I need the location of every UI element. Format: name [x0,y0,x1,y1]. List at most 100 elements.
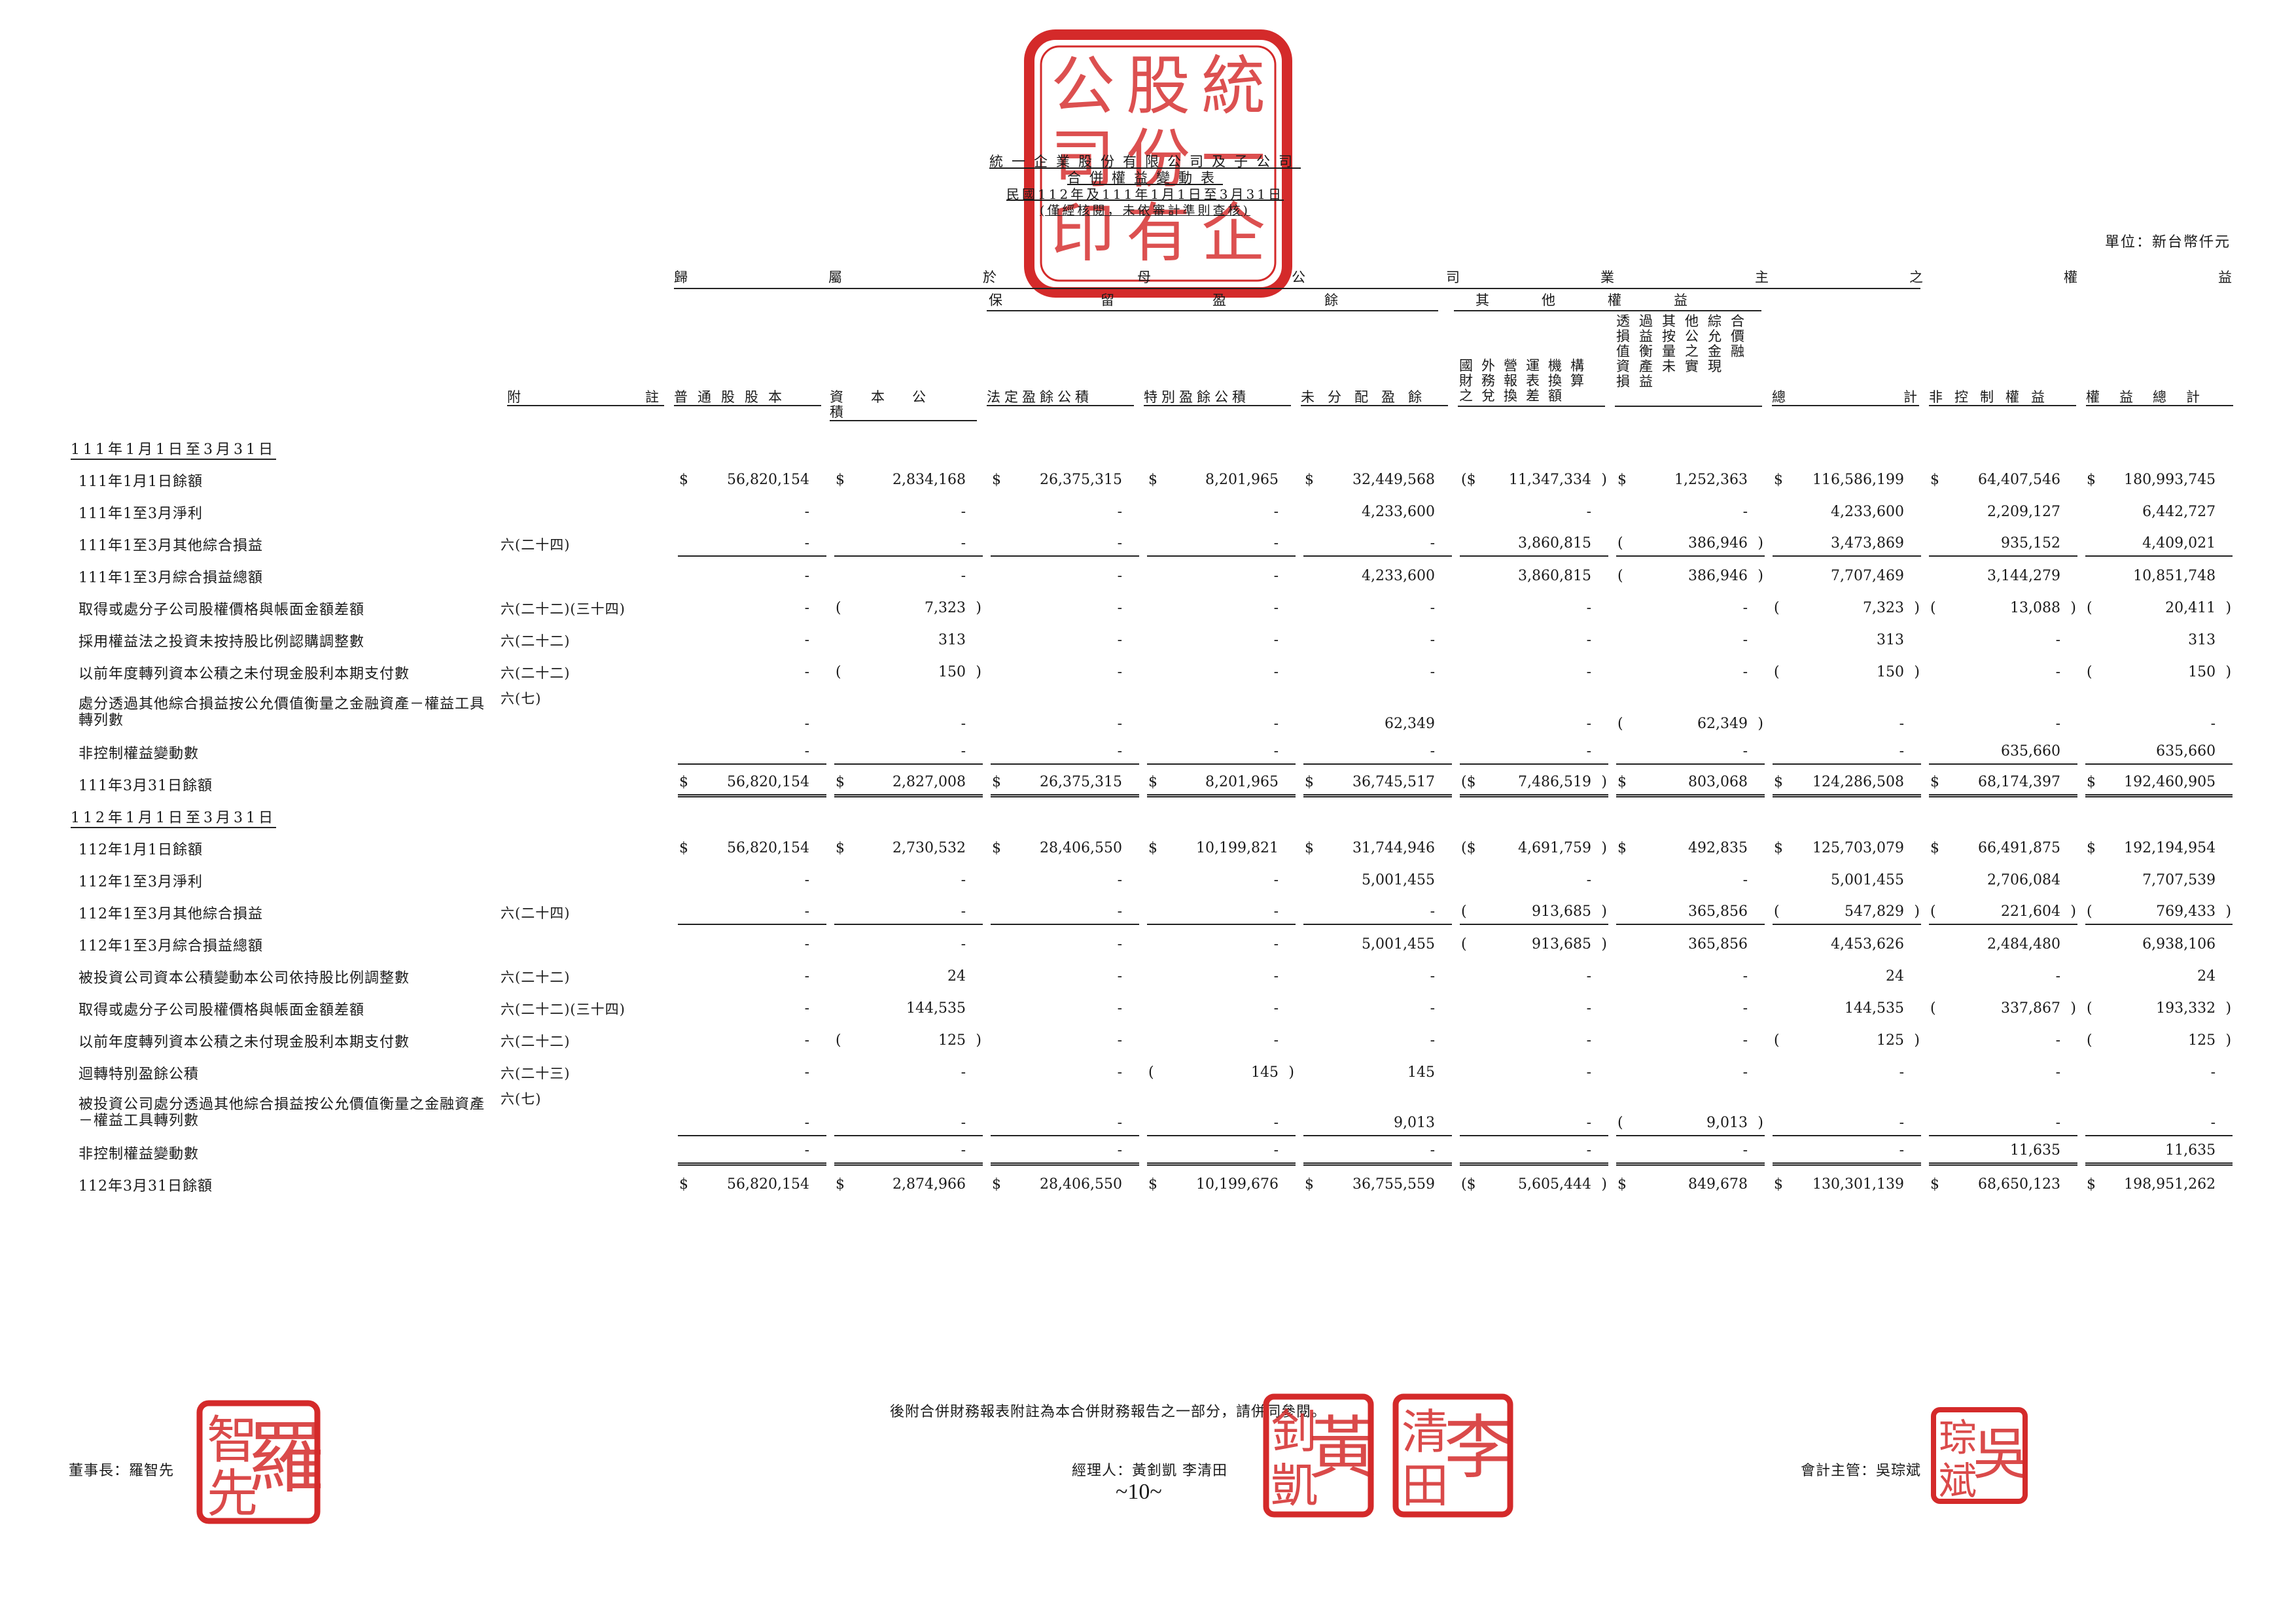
amount-value: 24 [947,968,966,985]
amount-cell: - [1456,736,1612,768]
amount-value: 313 [938,631,966,648]
manager-signature: 經理人：黃釗凱 李清田 [1072,1463,1227,1479]
amount-cell: 144,535 [1769,992,1925,1024]
amount-prefix: $ [836,839,845,856]
amount-value: - [1586,968,1591,985]
amount-cell: - [1143,1089,1299,1136]
row-note-ref: 六(二十四) [501,536,571,553]
amount-cell: (769,433) [2081,896,2236,928]
amount-value: 125 [2188,1032,2216,1049]
amount-cell: - [1769,1136,1925,1168]
row-label: 取得或處分子公司股權價格與帳面金額差額 [71,592,501,624]
amount-cell: - [1612,656,1769,688]
amount-cell: (150) [830,656,987,688]
col-header-equity-total: 權益總計 [2086,390,2233,406]
amount-cell: 3,144,279 [1925,560,2081,592]
amount-cell: $56,820,154 [674,1168,830,1200]
amount-cell: $66,491,875 [1925,832,2081,864]
row-label-text: 112年1月1日餘額 [79,841,203,858]
amount-prefix: $ [1617,774,1627,790]
amount-value: - [1742,631,1748,648]
amount-value: - [1899,1142,1904,1159]
amount-close-paren: ) [1914,663,1920,680]
amount-value: - [804,503,809,520]
amount-cell: $56,820,154 [674,768,830,800]
amount-cell: - [1456,688,1612,736]
amount-value: - [1273,1000,1279,1017]
row-note-ref [501,768,674,800]
amount-cell: $8,201,965 [1143,768,1299,800]
amount-cell: $10,199,676 [1143,1168,1299,1200]
amount-value: - [2210,1115,2216,1131]
amount-cell: $1,252,363 [1612,464,1769,496]
company-name: 統一企業股份有限公司及子公司 [989,154,1301,169]
amount-cell: (386,946) [1612,560,1769,592]
amount-close-paren: ) [2225,1000,2232,1017]
amount-cell: - [1299,528,1456,560]
amount-cell: - [1143,736,1299,768]
amount-prefix: $ [1930,839,1939,856]
amount-value: - [804,1000,809,1017]
amount-prefix: $ [992,1176,1001,1193]
row-label: 處分透過其他綜合損益按公允價值衡量之金融資產－權益工具轉列數 [71,688,501,736]
svg-text:有: 有 [1126,196,1190,271]
group-header-other-equity-text: 其他權益 [1475,292,1740,308]
amount-value: 3,473,869 [1831,534,1904,551]
amount-value: 4,233,600 [1831,503,1904,520]
amount-prefix: $ [1148,839,1157,856]
amount-cell: - [830,864,987,896]
col-header-fvoci-rule [1615,406,1762,407]
amount-cell: 365,856 [1612,928,1769,960]
statement-name: 合併權益變動表 [1067,170,1223,186]
row-note-ref [501,832,674,864]
amount-value: - [1586,631,1591,648]
amount-cell: - [1456,624,1612,656]
amount-value: 7,323 [1863,599,1904,616]
amount-prefix: $ [1148,774,1157,790]
amount-cell: (150) [1769,656,1925,688]
amount-prefix: ( [1148,1064,1154,1081]
amount-cell: - [674,960,830,992]
row-label: 被投資公司資本公積變動本公司依持股比例調整數 [71,960,501,992]
amount-value: 145 [1251,1064,1279,1081]
amount-cell: 3,860,815 [1456,560,1612,592]
amount-cell: - [1299,656,1456,688]
amount-value: - [1117,1000,1122,1017]
amount-value: - [2055,1115,2060,1131]
amount-cell: 4,409,021 [2081,528,2236,560]
amount-value: - [1273,1032,1279,1049]
amount-cell: $32,449,568 [1299,464,1456,496]
amount-value: 386,946 [1688,534,1748,551]
amount-cell: $10,199,821 [1143,832,1299,864]
amount-value: - [961,1142,966,1159]
col-header-capital-surplus: 資本公積 [830,390,977,421]
row-note-ref: 六(二十二)(三十四) [501,601,626,617]
audit-note: (僅經核閱，未依審計準則查核) [1040,203,1250,218]
amount-value: - [1586,599,1591,616]
amount-close-paren: ) [976,663,981,680]
svg-text:黃: 黃 [1309,1408,1374,1488]
row-note-ref: 六(二十三) [501,1065,571,1081]
amount-cell: - [1925,1056,2081,1089]
amount-cell: $124,286,508 [1769,768,1925,800]
amount-cell: (62,349) [1612,688,1769,736]
amount-value: - [1742,1032,1748,1049]
amount-value: - [1117,742,1122,759]
amount-cell: - [987,928,1143,960]
svg-text:琮: 琮 [1939,1416,1977,1460]
row-note-ref [501,1136,674,1168]
amount-value: - [1430,663,1435,680]
amount-prefix: ( [1930,1000,1936,1017]
amount-value: - [961,567,966,584]
amount-value: - [2055,1064,2060,1081]
svg-text:先: 先 [207,1465,258,1524]
amount-prefix: $ [1305,471,1314,488]
amount-value: - [1742,871,1748,888]
amount-value: - [1899,716,1904,732]
amount-value: - [2055,1032,2060,1049]
table-row: 111年1至3月其他綜合損益六(二十四)-----3,860,815(386,9… [71,528,2236,560]
amount-value: - [1117,935,1122,952]
